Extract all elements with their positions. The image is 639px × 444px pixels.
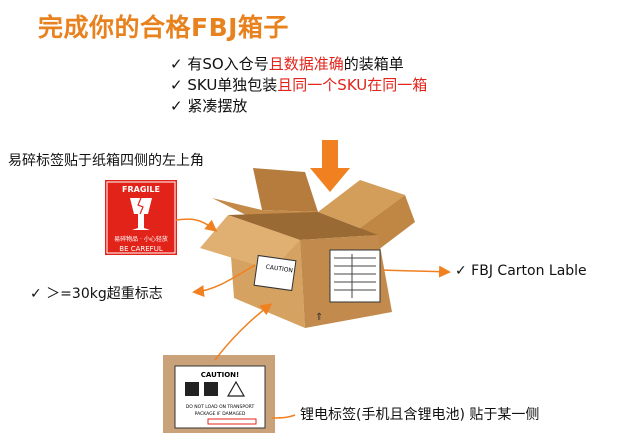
battery-label-heading: CAUTION! <box>201 371 239 379</box>
page-title: 完成你的合格FBJ箱子 <box>38 13 289 42</box>
fragile-cn-text: 易碎物品 · 小心轻放 <box>114 235 168 243</box>
fragile-label: FRAGILE 易碎物品 · 小心轻放 BE CAREFUL <box>105 180 177 255</box>
carton-connector-arrow <box>381 265 451 278</box>
heavy-weight-note: ✓ ＞=30kg超重标志 <box>30 286 163 302</box>
battery-line1: DO NOT LOAD ON TRANSPORT <box>186 404 255 410</box>
svg-text:⇑: ⇑ <box>315 312 323 323</box>
lithium-battery-label: CAUTION! DO NOT LOAD ON TRANSPORT PACKAG… <box>163 355 275 433</box>
fragile-note: 易碎标签贴于纸箱四侧的左上角 <box>8 153 204 169</box>
battery-line2: PACKAGE IF DAMAGED <box>195 411 246 417</box>
check-icon: ✓ <box>170 76 183 94</box>
heavy-connector-arrow <box>192 264 256 298</box>
broken-glass-icon <box>130 198 152 230</box>
arrow-down-icon <box>310 140 350 192</box>
carton-label-note: ✓ FBJ Carton Lable <box>455 263 587 279</box>
check-icon: ✓ <box>170 97 183 115</box>
battery-connector-arrow <box>214 303 273 361</box>
battery-label-note: 锂电标签(手机且含锂电池) 贴于某一侧 <box>300 407 540 423</box>
cardboard-box: CAUTION ⇑ <box>200 168 415 328</box>
requirements-list: ✓ 有SO入仓号且数据准确的装箱单 ✓ SKU单独包装且同一个SKU在同一箱 ✓… <box>170 54 427 117</box>
fragile-bottom-text: BE CAREFUL <box>119 245 163 253</box>
requirement-sku-packing: ✓ SKU单独包装且同一个SKU在同一箱 <box>170 76 428 94</box>
box-caution-text: CAUTION <box>265 264 293 275</box>
fragile-top-text: FRAGILE <box>122 185 160 194</box>
requirement-compact: ✓ 紧凑摆放 <box>170 97 248 115</box>
requirement-so-number: ✓ 有SO入仓号且数据准确的装箱单 <box>170 55 404 73</box>
check-icon: ✓ <box>170 55 183 73</box>
fragile-connector-arrow <box>175 218 218 232</box>
